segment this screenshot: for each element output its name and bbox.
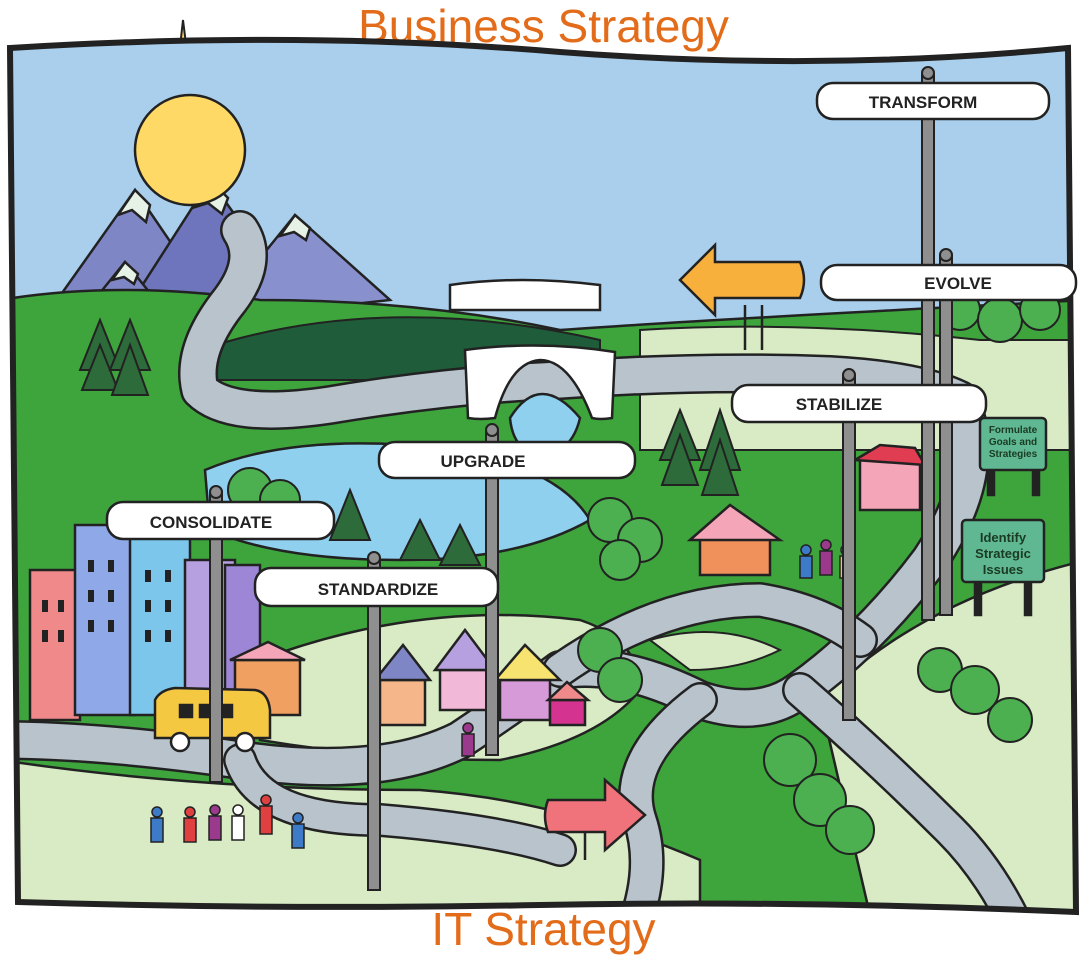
sign-consolidate: CONSOLIDATE xyxy=(105,500,336,541)
direction-arrow-left-icon xyxy=(678,241,806,350)
board-identify-line-1: Identify xyxy=(980,530,1027,545)
sign-label-transform: TRANSFORM xyxy=(869,93,978,112)
board-formulate-line-2: Goals and xyxy=(989,437,1037,448)
sign-stabilize: STABILIZE xyxy=(730,383,988,424)
bridge xyxy=(448,278,617,452)
board-identify-line-2: Strategic xyxy=(975,546,1031,561)
direction-arrow-right-icon xyxy=(543,777,647,860)
sign-transform: TRANSFORM xyxy=(815,81,1051,121)
it-strategy-title: IT Strategy xyxy=(431,903,656,955)
board-identify: Identify Strategic Issues xyxy=(960,518,1046,584)
board-formulate-line-1: Formulate xyxy=(989,425,1038,436)
sign-label-evolve: EVOLVE xyxy=(924,274,992,293)
sign-evolve: EVOLVE xyxy=(819,263,1078,302)
sign-label-consolidate: CONSOLIDATE xyxy=(150,513,272,532)
sign-label-standardize: STANDARDIZE xyxy=(318,580,439,599)
houses xyxy=(372,443,928,727)
board-formulate: Formulate Goals and Strategies xyxy=(978,416,1048,472)
sign-label-upgrade: UPGRADE xyxy=(440,452,525,471)
sign-upgrade: UPGRADE xyxy=(377,440,637,480)
board-identify-line-3: Issues xyxy=(983,562,1023,577)
sign-standardize: STANDARDIZE xyxy=(253,566,500,608)
board-formulate-line-3: Strategies xyxy=(989,449,1038,460)
trees xyxy=(78,289,1061,855)
sign-label-stabilize: STABILIZE xyxy=(796,395,883,414)
